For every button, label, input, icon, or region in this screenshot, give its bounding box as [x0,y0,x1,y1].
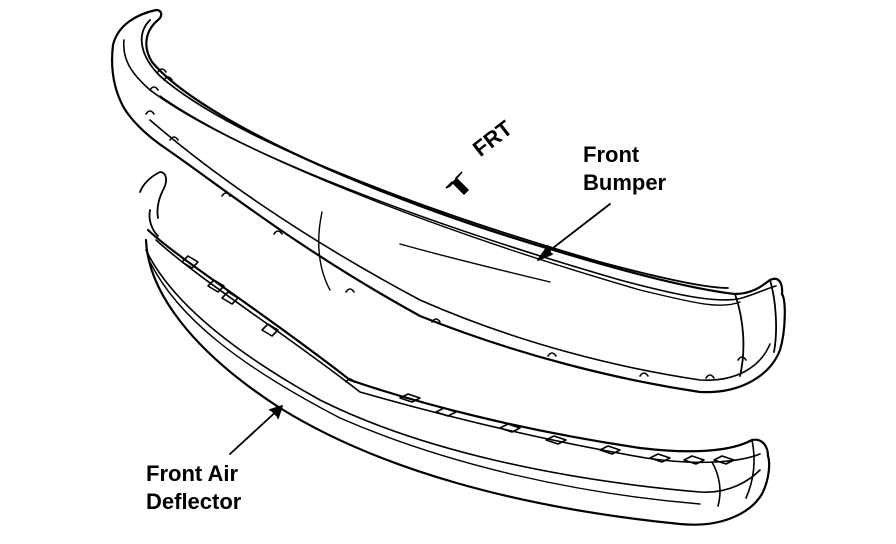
deflector-bottom-edge [144,238,771,526]
deflector-top-inner [155,239,761,464]
bumper-face-midline [159,95,741,306]
front-bumper [110,8,786,394]
bumper-right-end [734,279,777,377]
bumper-upper-face [123,39,777,301]
deflector-right-end [711,439,755,507]
front-air-deflector [139,171,771,526]
bumper-top-edge [111,8,784,296]
deflector-leader-line [229,407,281,455]
bumper-top-flange [140,19,729,289]
front-air-deflector-label-line2: Deflector [146,489,242,514]
bumper-leader-line [539,203,611,259]
deflector-face-mid [149,261,701,505]
front-bumper-label-line2: Bumper [583,170,667,195]
deflector-face-upper [145,249,761,493]
deflector-left-bracket [139,171,167,237]
bumper-bolt-holes [145,68,747,379]
bumper-left-face [110,43,170,152]
front-air-deflector-label: Front Air Deflector [146,460,241,516]
bumper-bottom-edge [166,148,786,394]
deflector-top-edge [146,228,770,458]
bumper-accent-line [399,243,551,283]
deflector-leader-arrowhead [269,405,283,419]
deflector-mounting-tabs [181,255,735,465]
arrow-down-left-icon [445,171,470,196]
bumper-leader-arrowhead [537,245,553,261]
front-bumper-label-line1: Front [583,142,640,167]
front-air-deflector-label-line1: Front Air [146,461,239,486]
front-bumper-label: Front Bumper [583,141,666,197]
bumper-bend-line [318,211,331,291]
bumper-bottom-flange [149,119,771,381]
